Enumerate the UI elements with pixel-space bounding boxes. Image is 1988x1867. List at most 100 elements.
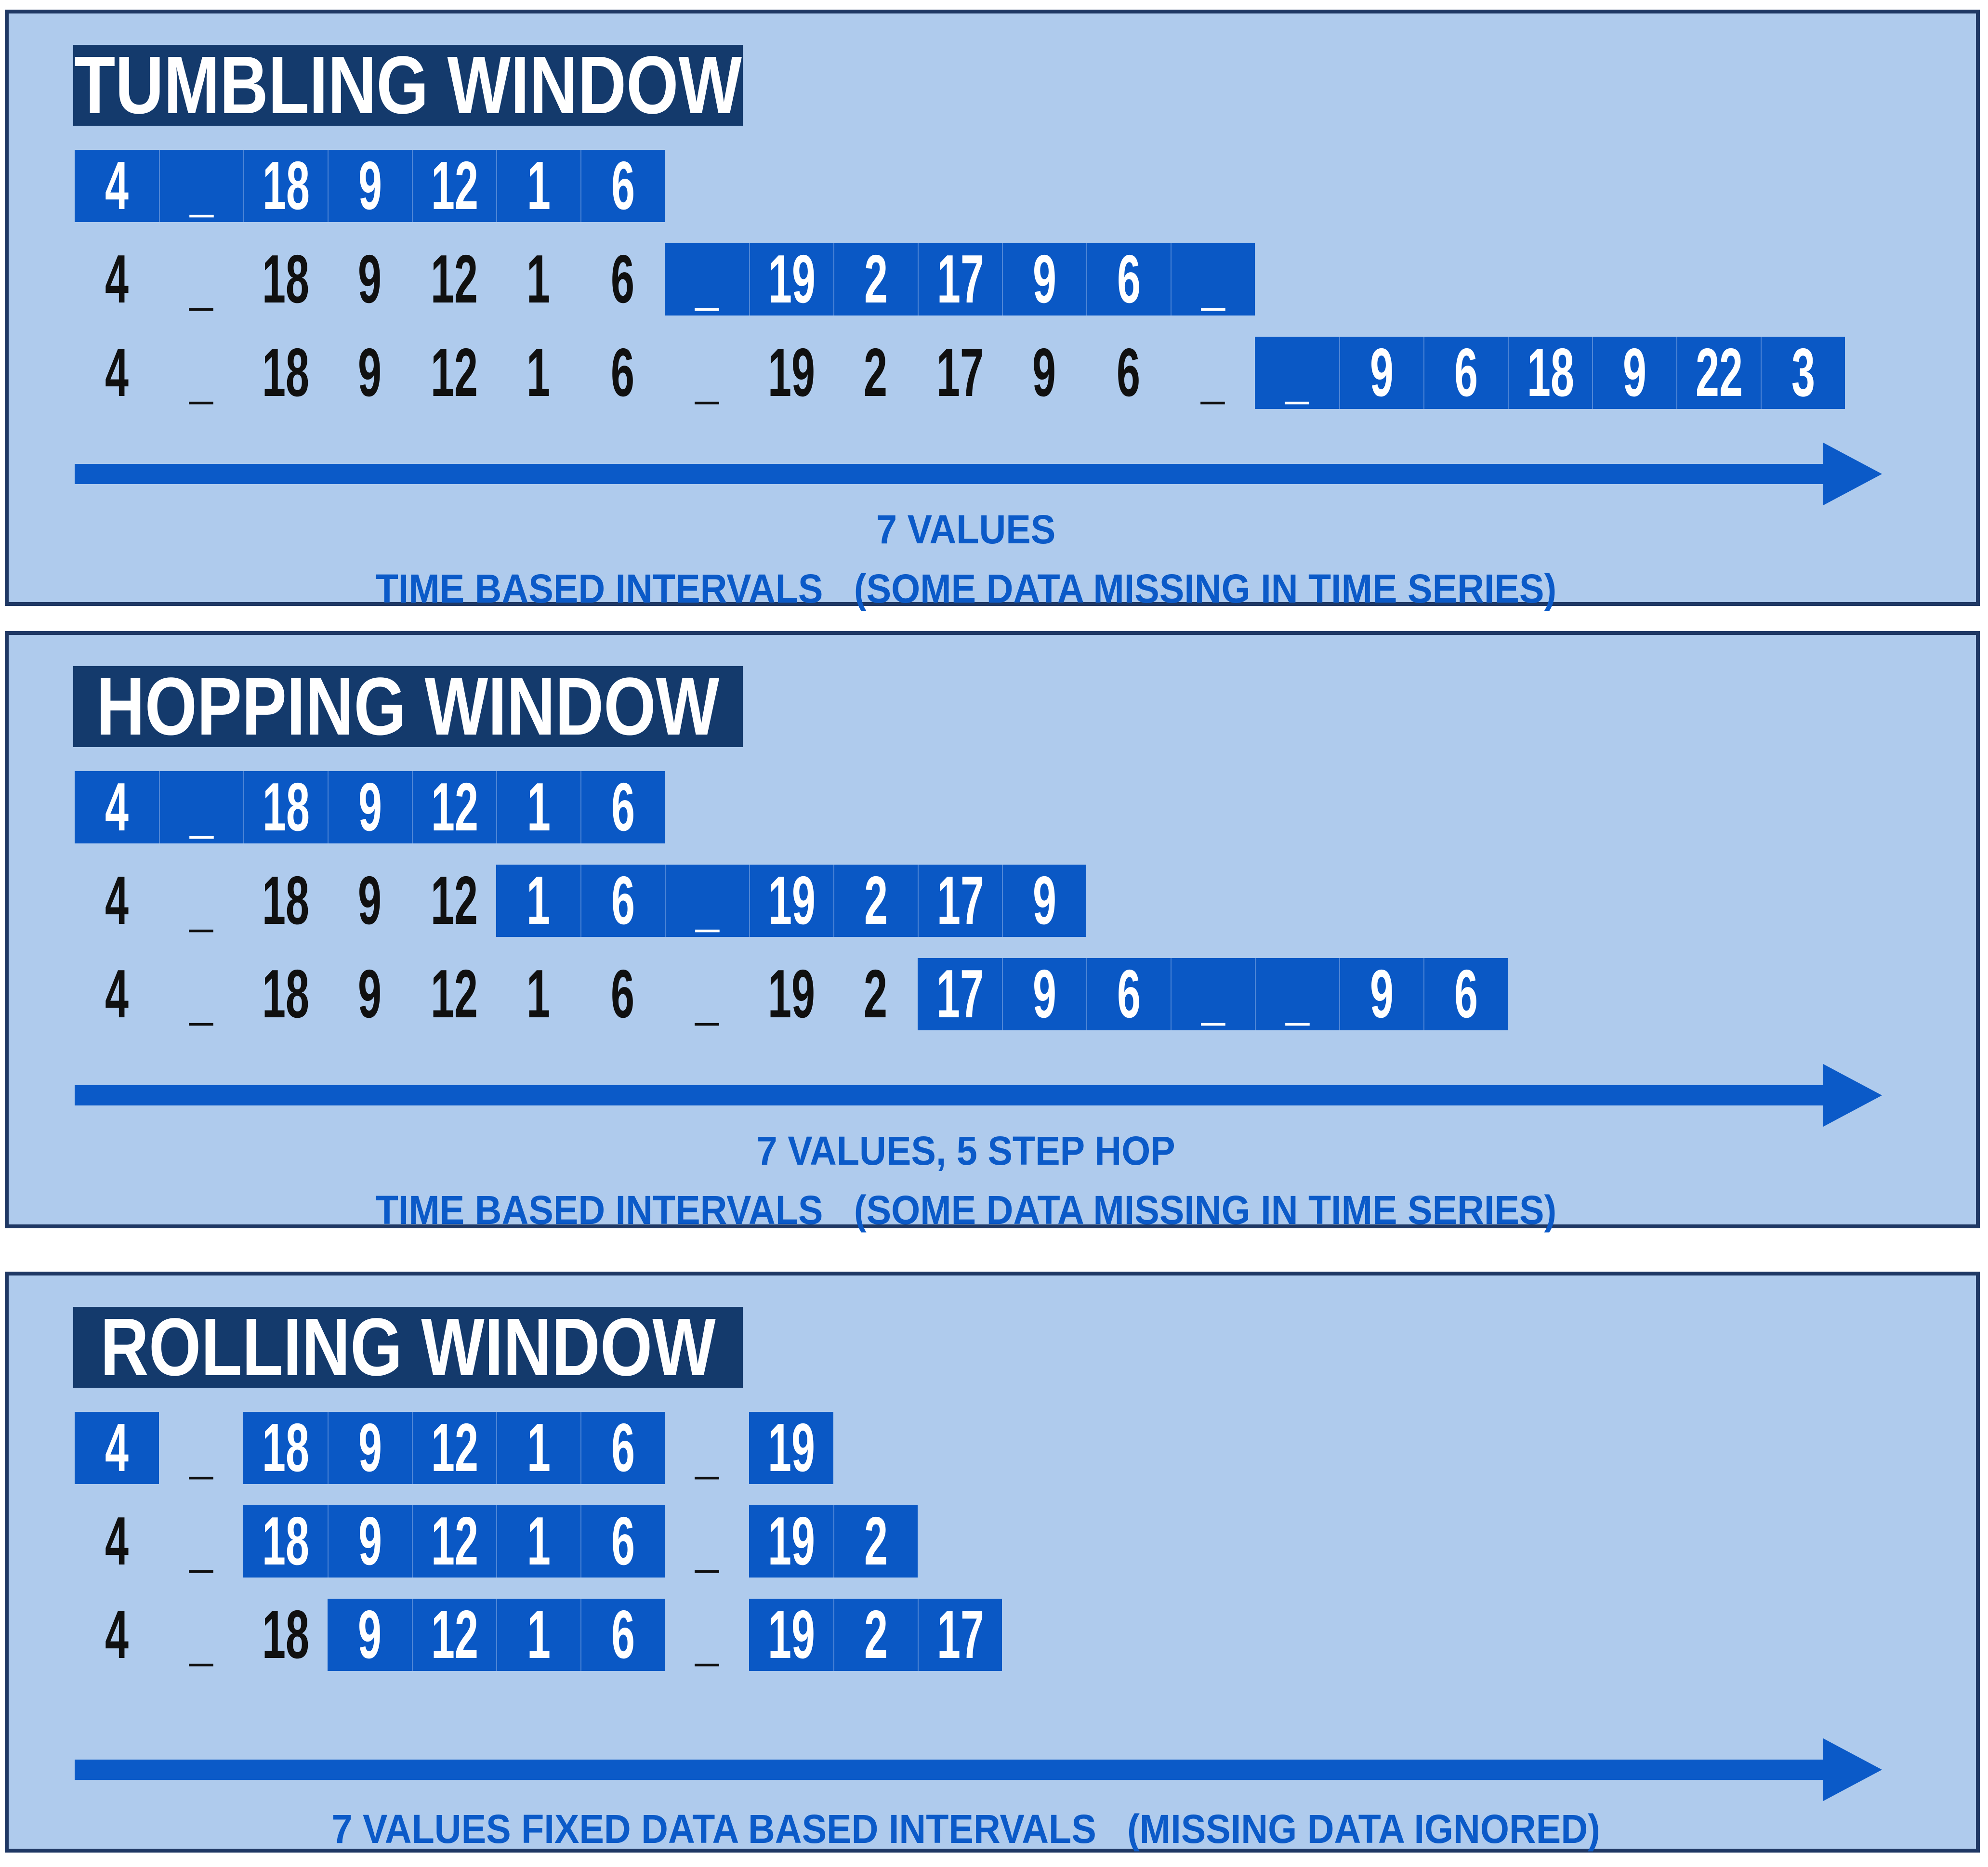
cell-value: _ xyxy=(695,1596,719,1673)
cell-value: 18 xyxy=(262,1503,309,1579)
window-cell: 6 xyxy=(580,1599,665,1671)
cell-value: _ xyxy=(1201,956,1225,1032)
caption-line: TIME BASED INTERVALS (SOME DATA MISSING … xyxy=(75,1186,1857,1235)
cell-value: 19 xyxy=(767,1503,815,1579)
window-cell: 9 xyxy=(328,771,412,843)
cell-value: 18 xyxy=(262,241,309,317)
window-group: 19 xyxy=(749,1412,833,1484)
cell-value: 9 xyxy=(1033,862,1056,939)
value-cell: 4 xyxy=(75,243,159,316)
plain-group: _ xyxy=(665,1599,749,1671)
value-cell: _ xyxy=(159,337,243,409)
value-cell: _ xyxy=(159,958,243,1030)
window-cell: 6 xyxy=(1086,958,1171,1030)
value-cell: 12 xyxy=(412,958,496,1030)
cell-value: _ xyxy=(189,956,213,1032)
cell-value: 12 xyxy=(431,1503,478,1579)
value-cell: _ xyxy=(159,865,243,937)
value-cell: 12 xyxy=(412,865,496,937)
cell-value: 19 xyxy=(767,1596,815,1673)
cell-value: 18 xyxy=(262,769,310,845)
cell-value: 6 xyxy=(611,1596,635,1673)
value-cell: 6 xyxy=(580,958,665,1030)
value-cell: _ xyxy=(159,243,243,316)
cell-value: 6 xyxy=(1117,241,1141,317)
cell-value: _ xyxy=(189,862,213,939)
panel-title-label: HOPPING WINDOW xyxy=(96,661,720,752)
window-cell: 9 xyxy=(1002,865,1086,937)
cell-value: 17 xyxy=(936,241,984,317)
plain-group: 4_18 xyxy=(75,1599,328,1671)
value-cell: _ xyxy=(665,1505,749,1578)
window-cell: 6 xyxy=(580,150,665,222)
window-cell: 2 xyxy=(833,1505,918,1578)
window-cell: 18 xyxy=(1508,337,1592,409)
cell-value: 9 xyxy=(358,956,382,1032)
cell-value: 17 xyxy=(936,862,984,939)
window-cell: 18 xyxy=(243,150,328,222)
cell-value: 4 xyxy=(105,1596,129,1673)
window-cell: 17 xyxy=(918,243,1002,316)
value-cell: 9 xyxy=(1002,337,1086,409)
window-cell: 12 xyxy=(412,771,496,843)
cell-value: 4 xyxy=(105,147,129,224)
cell-value: _ xyxy=(189,241,213,317)
value-cell: _ xyxy=(159,1599,243,1671)
cell-value: 9 xyxy=(358,1409,382,1486)
window-cell: 6 xyxy=(580,1505,665,1578)
cell-value: 1 xyxy=(527,1596,551,1673)
window-cell: 1 xyxy=(496,771,580,843)
cell-value: 12 xyxy=(430,956,478,1032)
value-cell: 18 xyxy=(243,865,328,937)
timeline-arrow-icon xyxy=(75,1064,1886,1127)
window-cell: _ xyxy=(1171,958,1255,1030)
cell-value: 2 xyxy=(864,1503,888,1579)
arrow-bar xyxy=(75,464,1823,484)
cell-value: 22 xyxy=(1695,334,1743,411)
cell-value: 1 xyxy=(527,1409,551,1486)
window-cell: 9 xyxy=(328,1505,412,1578)
value-cell: _ xyxy=(159,1505,243,1578)
cell-value: 9 xyxy=(358,334,382,411)
window-cell: 2 xyxy=(833,243,918,316)
value-cell: 12 xyxy=(412,337,496,409)
cell-value: 1 xyxy=(527,241,550,317)
window-cell: 4 xyxy=(75,1412,159,1484)
cell-value: 9 xyxy=(1032,334,1056,411)
value-cell: 4 xyxy=(75,337,159,409)
window-cell: _ xyxy=(665,243,749,316)
cell-value: 9 xyxy=(1370,956,1394,1032)
cell-value: 6 xyxy=(1454,956,1478,1032)
value-cell: 9 xyxy=(328,865,412,937)
cell-value: 9 xyxy=(1370,334,1394,411)
cell-value: 1 xyxy=(527,1503,551,1579)
window-cell: 19 xyxy=(749,1412,833,1484)
cell-value: 6 xyxy=(611,862,635,939)
cell-value: 2 xyxy=(864,956,887,1032)
window-cell: 6 xyxy=(580,865,665,937)
cell-value: _ xyxy=(695,241,719,317)
window-cell: 19 xyxy=(749,1599,833,1671)
cell-value: 12 xyxy=(431,1409,478,1486)
caption-text: 7 VALUES, 5 STEP HOP xyxy=(756,1128,1175,1173)
cell-value: 6 xyxy=(611,956,634,1032)
plain-group: _ xyxy=(665,1412,749,1484)
window-cell: 9 xyxy=(1002,958,1086,1030)
cell-value: 9 xyxy=(1033,956,1056,1032)
cell-value: _ xyxy=(696,862,719,939)
cell-value: 18 xyxy=(1527,334,1574,411)
window-cell: 9 xyxy=(1002,243,1086,316)
cell-value: 1 xyxy=(527,862,550,939)
window-cell: 9 xyxy=(328,1412,412,1484)
